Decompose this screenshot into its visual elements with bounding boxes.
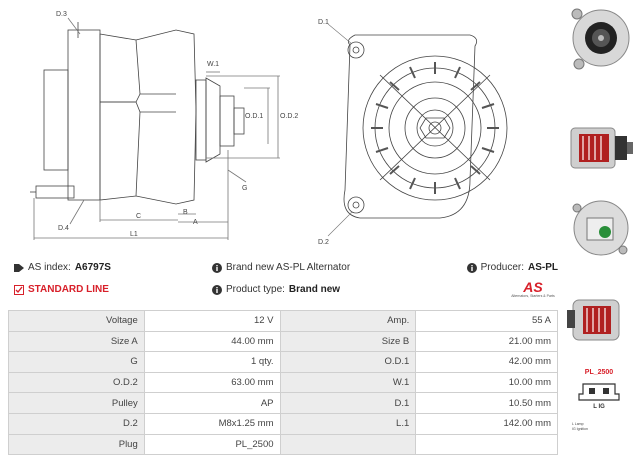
brand-info: Brand new AS-PL Alternator: [212, 262, 350, 273]
plug-connector-icon: [578, 383, 620, 401]
label-a: A: [193, 219, 198, 226]
spec-value: 42.00 mm: [415, 351, 558, 373]
front-housing: [135, 29, 197, 205]
product-type: Product type: Brand new: [212, 284, 340, 295]
label-d4: D.4: [58, 225, 69, 232]
label-od2: O.D.2: [280, 113, 298, 120]
product-type-value: Brand new: [288, 284, 341, 295]
plug-code: PL_2500: [584, 369, 614, 376]
spec-label: O.D.2: [8, 371, 145, 394]
label-l1: L1: [130, 231, 138, 238]
label-w1: W.1: [207, 61, 219, 68]
plug-pins: L IG: [593, 404, 605, 410]
producer-label: Producer:: [480, 262, 524, 273]
pulley: [205, 77, 221, 163]
thumbnail-front[interactable]: [565, 4, 637, 72]
spec-label: Amp.: [279, 310, 417, 332]
thumbnail-side[interactable]: [565, 114, 637, 182]
spec-value: 10.00 mm: [415, 371, 558, 394]
spec-value: 63.00 mm: [143, 371, 281, 394]
spec-value: 1 qty.: [143, 351, 281, 373]
brand-label: Brand new AS-PL Alternator: [226, 262, 351, 273]
label-d2: D.2: [318, 239, 329, 246]
label-b: B: [183, 209, 188, 216]
front-view: [343, 34, 508, 219]
spec-value: 44.00 mm: [143, 330, 281, 353]
standard-line-label: STANDARD LINE: [28, 284, 109, 295]
producer-value: AS-PL: [528, 262, 558, 273]
checkbox-icon: [14, 284, 24, 295]
spec-label: Pulley: [8, 392, 145, 414]
standard-line: STANDARD LINE: [14, 284, 109, 295]
producer: Producer: AS-PL: [466, 262, 558, 273]
spec-label: W.1: [279, 371, 417, 394]
product-type-label: Product type:: [226, 284, 285, 295]
as-index-label: AS index:: [28, 262, 71, 273]
product-info: AS index: A6797S STANDARD LINE Brand new…: [8, 258, 558, 306]
legend-line: IG Ignition: [572, 427, 588, 431]
as-pl-logo: AS Alternators, Starters & Parts: [510, 280, 556, 298]
spec-label: O.D.1: [279, 351, 417, 373]
rear-housing: [67, 29, 101, 201]
legend-line: L Lamp: [572, 422, 584, 426]
label-c: C: [136, 213, 141, 220]
stator-upper: [99, 33, 141, 103]
info-icon: [466, 262, 477, 273]
info-icon: [212, 262, 222, 273]
spec-label: D.2: [8, 412, 145, 435]
label-od1: O.D.1: [245, 113, 263, 120]
as-index: AS index: A6797S: [14, 262, 111, 273]
label-d3: D.3: [56, 11, 67, 18]
tag-icon: [14, 263, 24, 272]
technical-drawing: D.3 W.1 O.D.1 O.D.2 G B A C D.4 L1 D.1 D…: [30, 11, 508, 246]
thumbnail-angle[interactable]: [565, 284, 637, 352]
spec-value: [415, 433, 558, 456]
info-icon: [212, 284, 222, 295]
thumbnail-rear[interactable]: [565, 194, 637, 262]
spec-value: M8x1.25 mm: [143, 412, 281, 435]
spec-label: Size B: [279, 330, 417, 353]
spec-label: Plug: [8, 433, 145, 456]
label-g: G: [242, 185, 247, 192]
logo-tagline: Alternators, Starters & Parts: [511, 294, 555, 298]
spec-value: 21.00 mm: [415, 330, 558, 353]
rear-cover: [43, 69, 69, 171]
spec-label: L.1: [279, 412, 417, 435]
plug-legend: L Lamp IG Ignition: [572, 422, 588, 432]
spec-value: 55 A: [415, 310, 558, 332]
spec-label: Voltage: [8, 310, 145, 332]
front-view-vents: [371, 62, 499, 194]
spec-value: 12 V: [143, 310, 281, 332]
spec-label: G: [8, 351, 145, 373]
thumbnail-gallery: L IG: [563, 0, 640, 456]
spec-label: D.1: [279, 392, 417, 414]
as-index-value: A6797S: [74, 262, 111, 273]
spec-value: AP: [143, 392, 281, 414]
spec-value: 142.00 mm: [415, 412, 558, 435]
stator-lower: [99, 101, 141, 201]
spec-value: PL_2500: [143, 433, 281, 456]
spec-value: 10.50 mm: [415, 392, 558, 414]
spec-label: Size A: [8, 330, 145, 353]
label-d1: D.1: [318, 19, 329, 26]
spec-label: [279, 433, 417, 456]
logo-mark: AS: [523, 279, 543, 295]
